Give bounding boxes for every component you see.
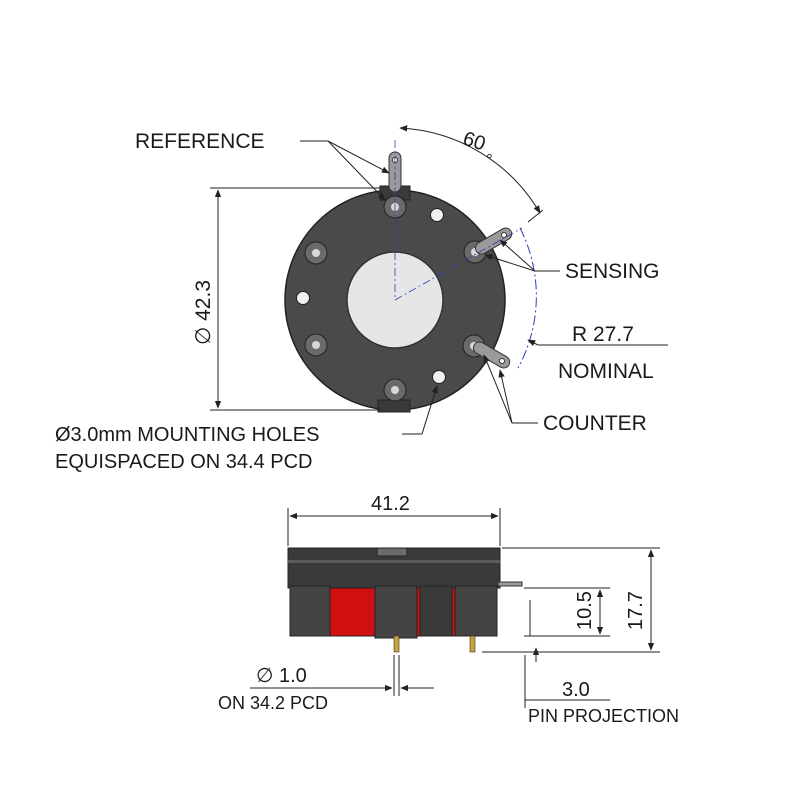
- bottom-tab: [377, 399, 411, 413]
- sensing-terminal: [474, 227, 513, 255]
- height-total-label: 17.7: [625, 591, 647, 630]
- pin-projection-label: PIN PROJECTION: [528, 706, 679, 726]
- angle-degree-symbol: °: [482, 151, 493, 169]
- nominal-radius-arc: [517, 227, 537, 369]
- mounting-hole: [432, 370, 446, 384]
- mounting-holes-note-line2: EQUISPACED ON 34.4 PCD: [55, 451, 312, 473]
- pin: [393, 635, 400, 653]
- mounting-hole: [430, 208, 444, 222]
- screw-boss-upper-left: [304, 241, 328, 265]
- pin-projection-value: 3.0: [562, 679, 590, 701]
- nominal-label: NOMINAL: [558, 360, 654, 383]
- side-leg: [374, 585, 418, 639]
- screw-boss-lower-left: [304, 333, 328, 357]
- screw-boss-bottom: [383, 378, 407, 402]
- side-view: 41.2 17.7 10.5 3.0 PIN PROJECTION ∅ 1.0 …: [218, 493, 679, 726]
- mounting-holes-note-line1: Ø3.0mm MOUNTING HOLES: [55, 424, 319, 446]
- mounting-hole: [296, 291, 310, 305]
- diameter-label: ∅ 42.3: [192, 280, 215, 345]
- width-label: 41.2: [371, 493, 410, 515]
- reference-label: REFERENCE: [135, 130, 265, 153]
- angle-dimension-arc: [399, 125, 541, 214]
- pin-pcd-label: ON 34.2 PCD: [218, 693, 328, 713]
- side-leg: [454, 585, 498, 637]
- angle-value: 60: [460, 128, 488, 156]
- pin: [469, 635, 476, 653]
- top-view: 60 ° ∅ 42.3 REFERENCE SENSING R 27.7 NOM…: [55, 125, 668, 473]
- height-body-label: 10.5: [574, 591, 596, 630]
- side-leg: [289, 585, 331, 637]
- pin-diameter-label: ∅ 1.0: [256, 665, 307, 687]
- sensing-label: SENSING: [565, 260, 660, 283]
- side-terminal-tab: [497, 581, 523, 587]
- counter-label: COUNTER: [543, 412, 647, 435]
- radius-label: R 27.7: [572, 323, 634, 346]
